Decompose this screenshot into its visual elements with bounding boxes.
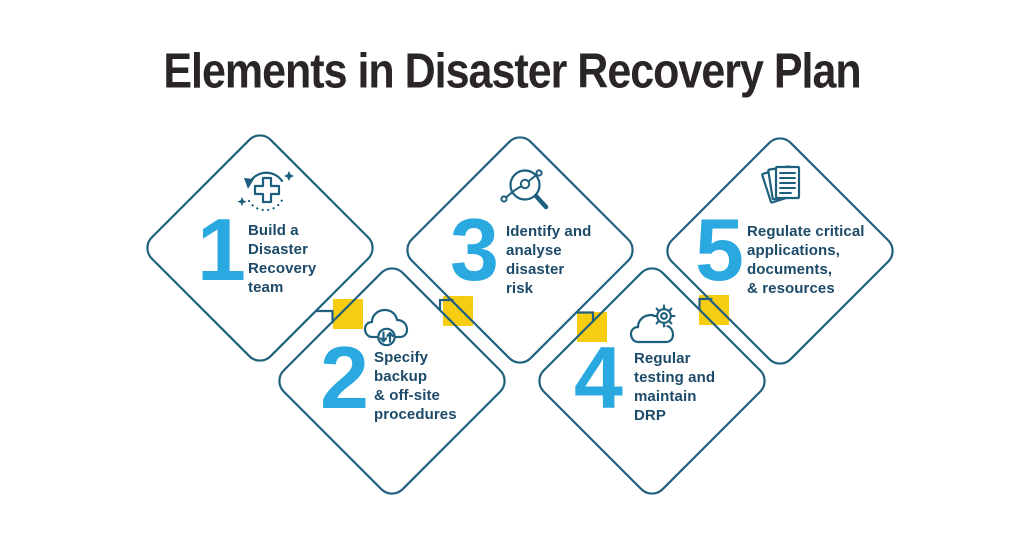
connector-1-2 (333, 299, 363, 329)
recovery-cross-icon (237, 171, 294, 212)
step-3-2 (438, 298, 454, 312)
step-5-4 (698, 297, 713, 311)
page-title: Elements in Disaster Recovery Plan (163, 44, 861, 99)
step-5-number: 5 (695, 200, 744, 299)
step-5-label: Regulate critical applications, document… (747, 223, 865, 297)
documents-icon (761, 165, 801, 204)
diamond-1-fill (147, 135, 373, 361)
step-1-number: 1 (197, 200, 246, 299)
step-3-label: Identify and analyse disaster risk (506, 223, 592, 297)
step-4-label: Regular testing and maintain DRP (634, 350, 716, 424)
cloud-backup-icon (363, 308, 409, 347)
step-1-2 (314, 309, 334, 324)
risk-analysis-icon (500, 169, 549, 210)
diamond-3-outline (406, 136, 634, 364)
step-1-label: Build a Disaster Recovery team (248, 222, 317, 296)
diamond-5-outline (666, 137, 894, 365)
step-4-number: 4 (574, 328, 623, 427)
step-3-number: 3 (450, 200, 499, 299)
connector-steps (314, 297, 713, 324)
step-2-label: Specify backup & off-site procedures (374, 349, 457, 423)
diamond-1-outline (146, 134, 374, 362)
step-2-number: 2 (320, 328, 369, 427)
cloud-gear-icon (629, 304, 676, 344)
yellow-connectors (333, 295, 729, 342)
step-3-4 (575, 311, 595, 323)
